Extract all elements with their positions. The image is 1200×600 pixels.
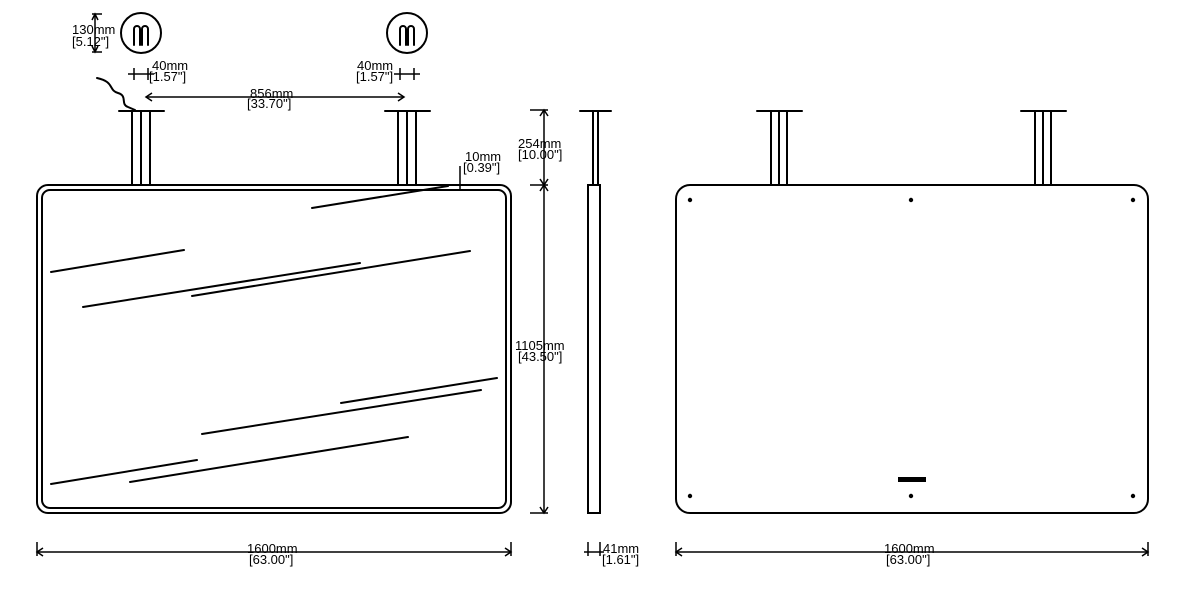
post-left-mm: 40mm <box>152 58 188 73</box>
mirror-back-view <box>675 110 1149 514</box>
back-screw-holes <box>687 197 1136 499</box>
post-left-dimension: 40mm [1.57"] <box>128 58 188 84</box>
drop-dimension: 254mm [10.00"] <box>518 108 562 187</box>
height-dimension: 1105mm [43.50"] <box>515 183 565 515</box>
height-mm: 1105mm <box>515 338 565 353</box>
back-width-inch: [63.00"] <box>886 552 930 567</box>
thickness-mm: 41mm <box>603 541 639 556</box>
glass-reflection-lines <box>50 185 498 485</box>
post-right-inch: [1.57"] <box>356 69 393 84</box>
frame-offset-inch: [0.39"] <box>463 160 500 175</box>
post-right-dimension: 40mm [1.57"] <box>356 58 420 84</box>
power-switch <box>898 477 926 482</box>
mount-depth-mm: 130mm <box>72 22 115 37</box>
hanging-post-right <box>384 110 431 186</box>
back-width-dimension: 1600mm [63.00"] <box>674 541 1150 567</box>
drop-inch: [10.00"] <box>518 147 562 162</box>
ceiling-mount-detail-right <box>386 12 428 54</box>
mount-depth-dimension: 130mm [5.12"] <box>72 12 115 54</box>
post-spacing-mm: 856mm <box>250 86 293 101</box>
frame-offset-dimension: 10mm [0.39"] <box>456 149 501 190</box>
height-inch: [43.50"] <box>518 349 562 364</box>
hanging-post-left <box>118 110 165 186</box>
post-right-mm: 40mm <box>357 58 393 73</box>
mirror-glass <box>41 189 507 509</box>
back-panel <box>675 184 1149 514</box>
ceiling-mount-detail-left <box>120 12 162 54</box>
mirror-frame-outer <box>36 184 512 514</box>
back-width-mm: 1600mm <box>884 541 935 556</box>
thickness-inch: [1.61"] <box>602 552 639 567</box>
mount-depth-inch: [5.12"] <box>72 34 109 49</box>
post-spacing-inch: [33.70"] <box>247 96 291 111</box>
back-hanging-post-right <box>1020 110 1067 186</box>
front-width-inch: [63.00"] <box>249 552 293 567</box>
thickness-dimension: 41mm [1.61"] <box>584 541 639 567</box>
mirror-side-view <box>579 110 612 514</box>
back-hanging-post-left <box>756 110 803 186</box>
frame-offset-mm: 10mm <box>465 149 501 164</box>
post-spacing-dimension: 856mm [33.70"] <box>144 86 406 111</box>
drop-mm: 254mm <box>518 136 561 151</box>
break-line <box>96 77 136 111</box>
front-width-dimension: 1600mm [63.00"] <box>35 541 513 567</box>
mirror-front-view <box>36 110 512 514</box>
front-width-mm: 1600mm <box>247 541 298 556</box>
post-left-inch: [1.57"] <box>149 69 186 84</box>
